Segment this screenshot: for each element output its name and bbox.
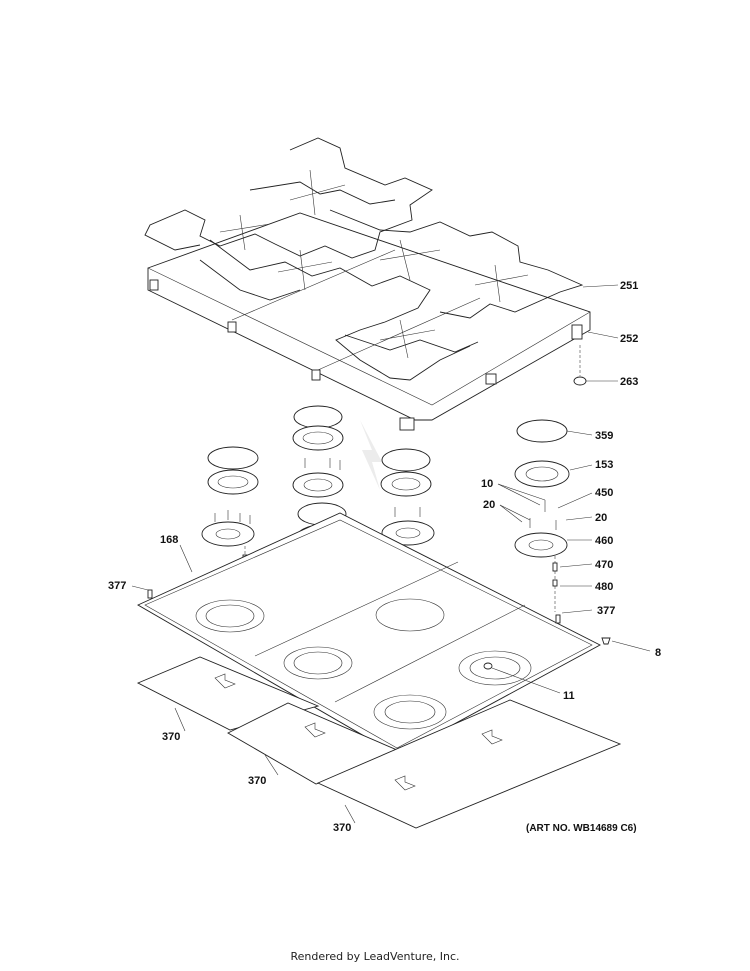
label-8: 8	[655, 647, 661, 659]
label-377-left: 377	[108, 580, 126, 592]
label-10: 10	[481, 478, 493, 490]
label-20-left: 20	[483, 499, 495, 511]
burner-grates	[144, 137, 591, 431]
label-359: 359	[595, 430, 613, 442]
label-480: 480	[595, 581, 613, 593]
label-153: 153	[595, 459, 613, 471]
label-377-right: 377	[597, 605, 615, 617]
label-370-right: 370	[333, 822, 351, 834]
label-168: 168	[160, 534, 178, 546]
label-450: 450	[595, 487, 613, 499]
label-370-left: 370	[162, 731, 180, 743]
label-263: 263	[620, 376, 638, 388]
leader-lines	[131, 284, 651, 824]
label-20-right: 20	[595, 512, 607, 524]
label-370-middle: 370	[248, 775, 266, 787]
label-252: 252	[620, 333, 638, 345]
footer-credit: Rendered by LeadVenture, Inc.	[290, 950, 460, 963]
part-labels: 251 252 263 359 153 10 450 20 20 460 470…	[108, 280, 661, 834]
label-251: 251	[620, 280, 638, 292]
watermark	[360, 420, 382, 490]
label-11: 11	[563, 690, 575, 702]
art-number: (ART NO. WB14689 C6)	[526, 823, 637, 834]
insulation-pads	[136, 656, 622, 829]
label-470: 470	[595, 559, 613, 571]
label-460: 460	[595, 535, 613, 547]
